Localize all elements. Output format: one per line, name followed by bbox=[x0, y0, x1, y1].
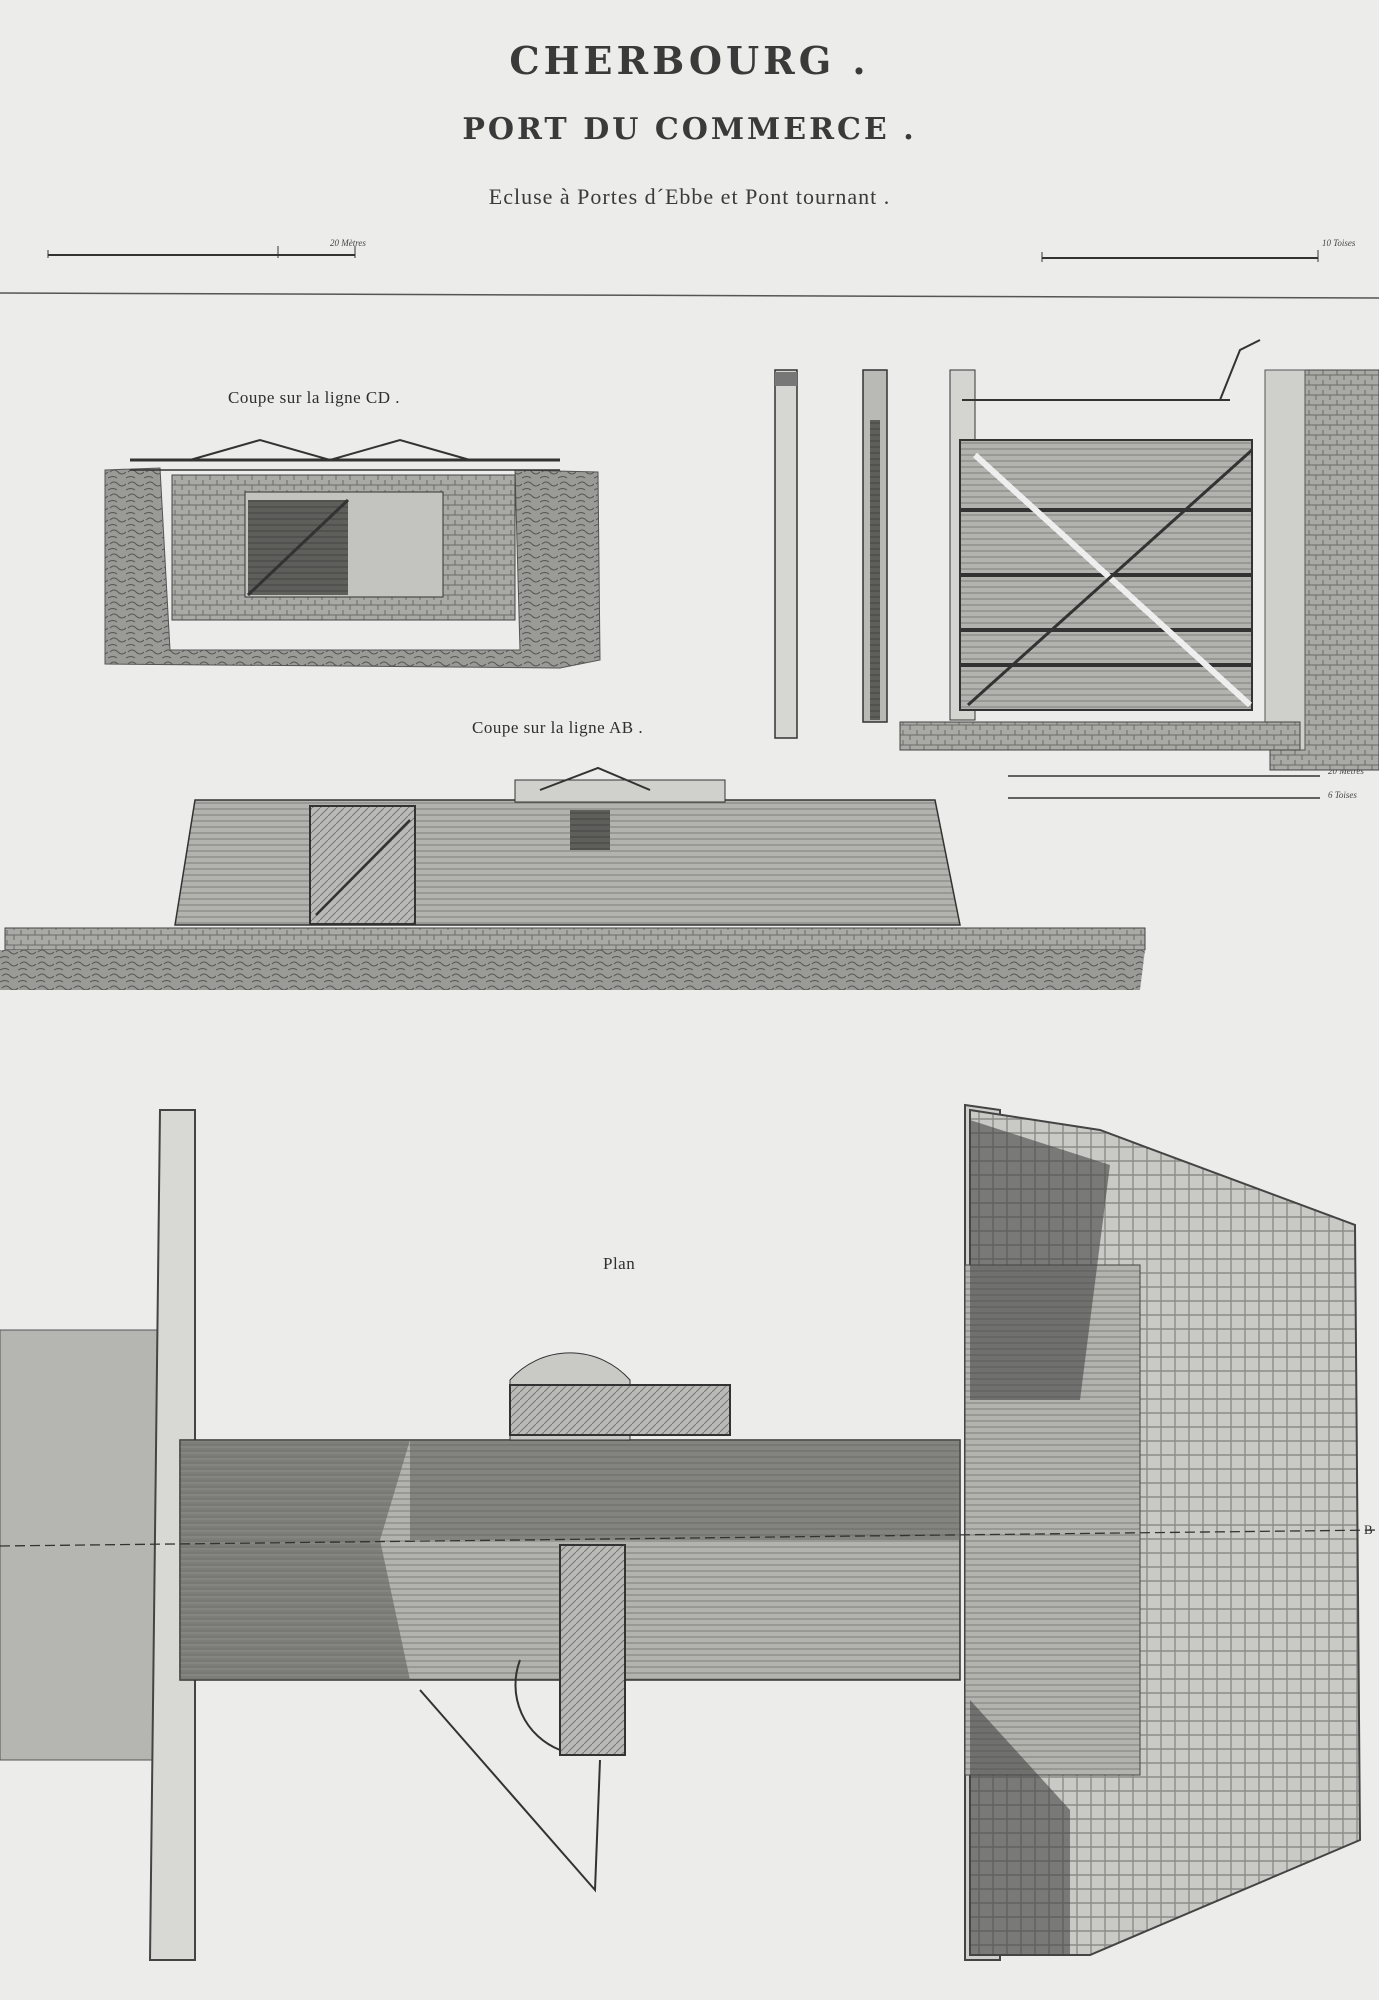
scale-left-unit: 20 Mètres bbox=[330, 238, 366, 248]
gate-elevation-drawing bbox=[899, 339, 1379, 771]
scale-bar-toises bbox=[1041, 250, 1319, 262]
plan-quay-left bbox=[0, 1329, 176, 1761]
scale-small-meters: 20 Mètres bbox=[1328, 766, 1364, 776]
gate-side-elevation-right bbox=[862, 369, 888, 723]
section-cd-drawing bbox=[104, 438, 601, 669]
section-cd-label: Coupe sur la ligne CD . bbox=[228, 388, 401, 407]
plan-swing-bridge-upper bbox=[509, 1384, 731, 1436]
scale-small-toises: 6 Toises bbox=[1328, 790, 1357, 800]
scale-bar-meters bbox=[47, 246, 356, 258]
section-ab-drawing bbox=[0, 766, 1146, 990]
scale-right-unit: 10 Toises bbox=[1322, 238, 1356, 248]
plan-swing-bridge-lower bbox=[559, 1544, 626, 1756]
plan-section-line-ab bbox=[0, 1529, 1379, 1547]
gate-side-elevation-left bbox=[774, 369, 798, 739]
page-title: CHERBOURG . bbox=[509, 38, 870, 83]
page-subtitle: PORT DU COMMERCE . bbox=[462, 112, 917, 147]
page-caption: Ecluse à Portes d´Ebbe et Pont tournant … bbox=[488, 184, 891, 209]
header-rule bbox=[0, 292, 1379, 299]
plan-label: Plan bbox=[603, 1254, 636, 1273]
section-ab-label: Coupe sur la ligne AB . bbox=[472, 718, 644, 737]
plan-drawing bbox=[0, 1103, 1379, 1961]
